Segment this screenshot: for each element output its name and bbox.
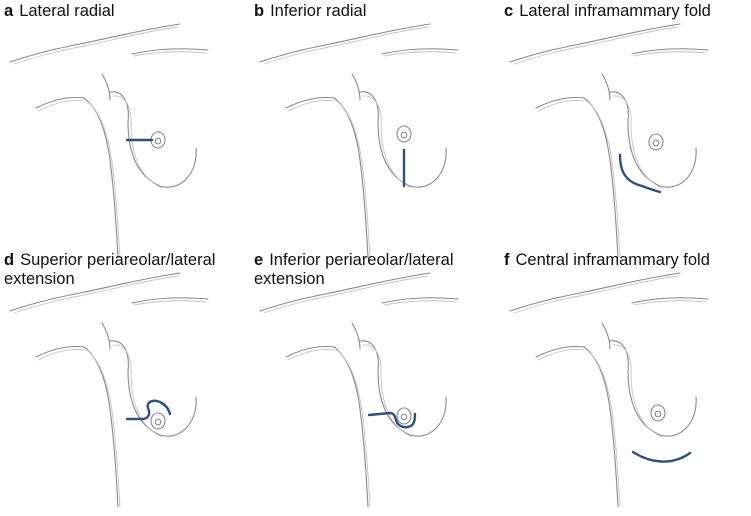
- panel-letter: d: [4, 251, 15, 269]
- incision-line: [618, 153, 662, 194]
- torso-outline: [509, 272, 709, 507]
- panel-title: Lateral inframammary fold: [519, 2, 711, 20]
- incision-line: [631, 450, 692, 463]
- panel-letter: f: [504, 251, 510, 269]
- panel-title: Lateral radial: [19, 2, 115, 20]
- nipple: [648, 132, 664, 151]
- incision-line: [125, 399, 172, 421]
- breast-sketch: [509, 272, 709, 507]
- panel-a: a Lateral radial: [0, 0, 250, 258]
- panel-title: Inferior radial: [270, 2, 367, 20]
- nipple: [150, 411, 166, 430]
- panel-label: f Central inframammary fold: [504, 251, 750, 270]
- torso-outline: [9, 272, 209, 507]
- nipple: [396, 406, 412, 425]
- panel-b: b Inferior radial: [250, 0, 500, 258]
- panel-letter: e: [254, 251, 264, 269]
- breast-sketch: [509, 23, 709, 258]
- panel-title: Superior periareolar/lateral extension: [4, 251, 216, 288]
- panel-label: a Lateral radial: [4, 2, 244, 21]
- nipple: [396, 124, 412, 143]
- panel-title: Central inframammary fold: [515, 251, 710, 269]
- panel-letter: a: [4, 2, 14, 20]
- incision-line: [367, 411, 417, 429]
- panel-label: b Inferior radial: [254, 2, 494, 21]
- panel-letter: b: [254, 2, 265, 20]
- breast-sketch: [259, 23, 459, 258]
- torso-outline: [259, 23, 459, 258]
- panel-letter: c: [504, 2, 514, 20]
- torso-outline: [259, 272, 459, 507]
- panel-f: f Central inframammary fold: [500, 249, 750, 507]
- panel-title: Inferior periareolar/lateral extension: [254, 251, 454, 288]
- breast-sketch: [9, 23, 209, 258]
- nipple: [650, 403, 666, 422]
- breast-sketch: [9, 272, 209, 507]
- panel-c: c Lateral inframammary fold: [500, 0, 750, 258]
- panel-label: c Lateral inframammary fold: [504, 2, 750, 21]
- breast-sketch: [259, 272, 459, 507]
- torso-outline: [9, 23, 209, 258]
- torso-outline: [509, 23, 709, 258]
- nipple: [150, 130, 166, 149]
